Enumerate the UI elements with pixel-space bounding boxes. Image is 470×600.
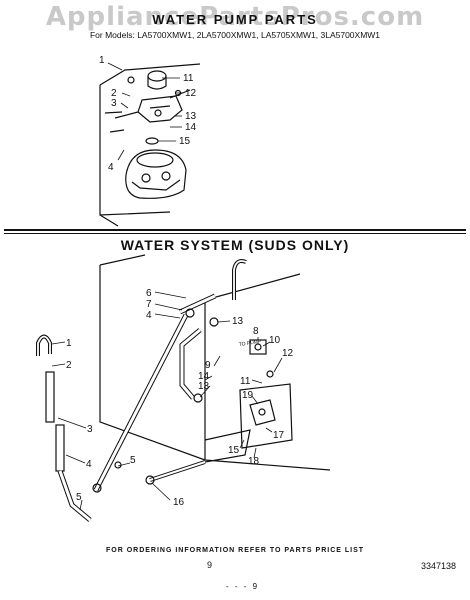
valve-housing xyxy=(239,383,293,449)
pump-screws xyxy=(104,111,125,133)
pump-callout-2: 2 xyxy=(111,88,117,99)
pump-housing xyxy=(137,95,183,123)
water-callout-7: 7 xyxy=(146,299,152,310)
pump-callout-15: 15 xyxy=(179,136,191,147)
water-callout-10: 10 xyxy=(269,335,281,346)
water-callout-14: 14 xyxy=(198,371,210,382)
water-callout-13b: 13 xyxy=(198,381,210,392)
to-pump-label: TO PUMP xyxy=(238,339,262,348)
water-callout-4: 4 xyxy=(86,459,92,470)
left-hose-lower xyxy=(55,424,65,472)
water-callout-16: 16 xyxy=(173,497,185,508)
ordering-note: FOR ORDERING INFORMATION REFER TO PARTS … xyxy=(105,547,365,554)
water-callout-1: 1 xyxy=(66,338,72,349)
pump-base xyxy=(125,149,187,199)
water-callout-9: 9 xyxy=(205,360,211,371)
water-callout-5: 5 xyxy=(76,492,82,503)
pump-callout-13: 13 xyxy=(185,111,197,122)
water-callout-19: 19 xyxy=(242,390,254,401)
pump-callout-12: 12 xyxy=(185,88,197,99)
section-divider xyxy=(4,229,466,231)
water-callout-3: 3 xyxy=(87,424,93,435)
water-callout-5b: 5 xyxy=(130,455,136,466)
document-number: 3347138 xyxy=(420,561,456,571)
page-number: 9 xyxy=(207,560,213,570)
water-callout-11: 11 xyxy=(240,376,251,387)
pump-frame xyxy=(99,63,201,227)
page-mark: - - - 9 xyxy=(226,582,260,591)
page-title: WATER PUMP PARTS xyxy=(152,12,318,27)
pump-leaders xyxy=(107,62,182,161)
pump-cap xyxy=(147,70,167,82)
water-callout-18: 18 xyxy=(248,456,260,467)
water-callout-17: 17 xyxy=(273,430,285,441)
pump-inlet xyxy=(204,429,251,463)
section-title: WATER SYSTEM (SUDS ONLY) xyxy=(120,237,350,253)
pump-callout-14: 14 xyxy=(185,122,197,133)
model-list: For Models: LA5700XMW1, 2LA5700XMW1, LA5… xyxy=(89,30,381,40)
left-hose-upper xyxy=(45,371,55,423)
water-callout-6: 6 xyxy=(146,288,152,299)
water-callout-4b: 4 xyxy=(146,310,152,321)
water-callout-2: 2 xyxy=(66,360,72,371)
water-callouts: 1 2 3 4 5 6 7 4 5 16 13 8 10 9 14 13 12 … xyxy=(66,288,294,508)
water-callout-8: 8 xyxy=(253,326,259,337)
water-system-assembly xyxy=(36,254,331,522)
watermark: AppliancePartsPros.com xyxy=(45,2,425,32)
water-callout-15: 15 xyxy=(228,445,240,456)
water-callout-12: 12 xyxy=(282,348,294,359)
water-leaders xyxy=(51,291,283,511)
pump-callout-11: 11 xyxy=(183,73,194,84)
pump-callouts: 1 2 3 4 11 12 13 14 15 xyxy=(99,55,197,173)
pump-callout-4: 4 xyxy=(108,162,114,173)
pump-assembly xyxy=(99,63,201,227)
water-callout-13a: 13 xyxy=(232,316,244,327)
pump-callout-3: 3 xyxy=(111,98,117,109)
section-divider-thin xyxy=(4,233,466,234)
pump-seal xyxy=(145,137,159,145)
pump-callout-1: 1 xyxy=(99,55,105,66)
